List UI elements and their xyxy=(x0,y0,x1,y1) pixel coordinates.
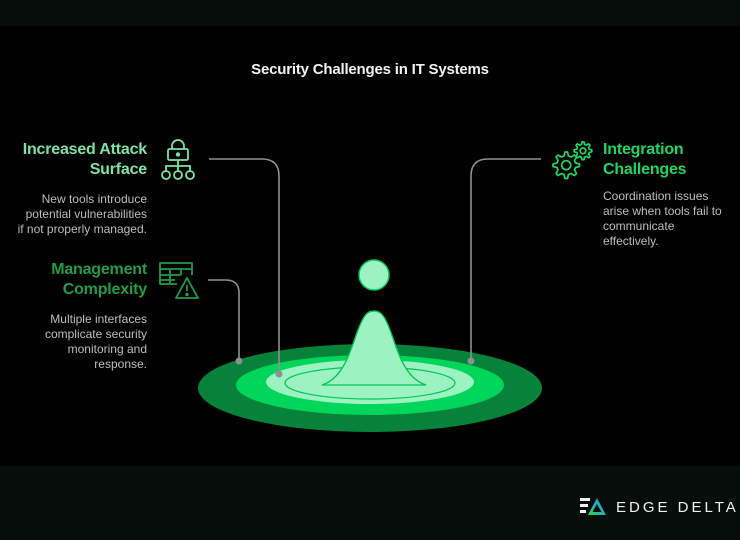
lock-network-icon xyxy=(161,139,195,180)
page-title: Security Challenges in IT Systems xyxy=(251,61,489,78)
desc-increased-attack-surface: New tools introduce potential vulnerabil… xyxy=(17,192,147,236)
heading-management-complexity: Management Complexity xyxy=(51,261,147,298)
connector-attack-surface xyxy=(209,158,280,374)
connector-integration xyxy=(470,158,541,361)
table-warning-icon xyxy=(159,262,199,299)
gears-icon xyxy=(552,141,593,180)
connector-management xyxy=(208,279,240,361)
desc-management-complexity: Multiple interfaces complicate security … xyxy=(44,312,147,371)
heading-integration-challenges: Integration Challenges xyxy=(603,141,687,178)
drop-ball xyxy=(358,259,390,291)
brand-logo: EDGE DELTA xyxy=(580,497,739,517)
edge-delta-logo-icon xyxy=(580,498,606,515)
brand-name: EDGE DELTA xyxy=(616,498,739,516)
top-band xyxy=(0,0,740,26)
footer-band xyxy=(0,466,740,540)
desc-integration-challenges: Coordination issues arise when tools fai… xyxy=(603,189,722,248)
heading-increased-attack-surface: Increased Attack Surface xyxy=(22,141,147,178)
